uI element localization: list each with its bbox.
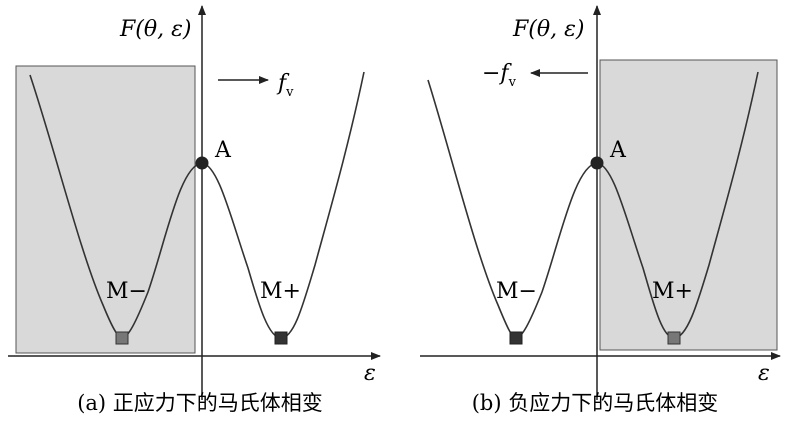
right-well-label: M+ — [652, 279, 693, 304]
shaded-region-left — [15, 65, 196, 354]
force-label-subscript: v — [508, 75, 517, 90]
point-a-marker — [195, 156, 209, 170]
y-axis-label: F(θ, ε) — [119, 17, 191, 42]
caption-b: (b) 负应力下的马氏体相变 — [472, 391, 719, 415]
point-a-label: A — [214, 138, 232, 163]
force-label: −fv — [482, 61, 517, 90]
force-label: fv — [276, 71, 294, 100]
caption-a: (a) 正应力下的马氏体相变 — [77, 391, 323, 415]
left-well-marker — [509, 331, 523, 345]
x-axis-label: ε — [758, 361, 770, 386]
left-well-label: M− — [106, 279, 147, 304]
right-well-label: M+ — [260, 279, 301, 304]
x-axis-label: ε — [364, 361, 376, 386]
y-axis-label: F(θ, ε) — [512, 17, 584, 42]
right-well-marker — [274, 331, 288, 345]
right-well-marker — [667, 331, 681, 345]
point-a-label: A — [609, 138, 627, 163]
left-well-label: M− — [496, 279, 537, 304]
force-label-main: −f — [482, 61, 512, 86]
shaded-region-right — [599, 59, 778, 351]
left-well-marker — [115, 331, 129, 345]
panel-b: F(θ, ε) −fv A M− M+ ε (b) 负应力下的马氏体相变 — [420, 5, 781, 415]
force-label-subscript: v — [285, 85, 294, 100]
panel-a: F(θ, ε) fv A M− M+ ε (a) 正应力下的马氏体相变 — [8, 5, 381, 415]
point-a-marker — [590, 156, 604, 170]
